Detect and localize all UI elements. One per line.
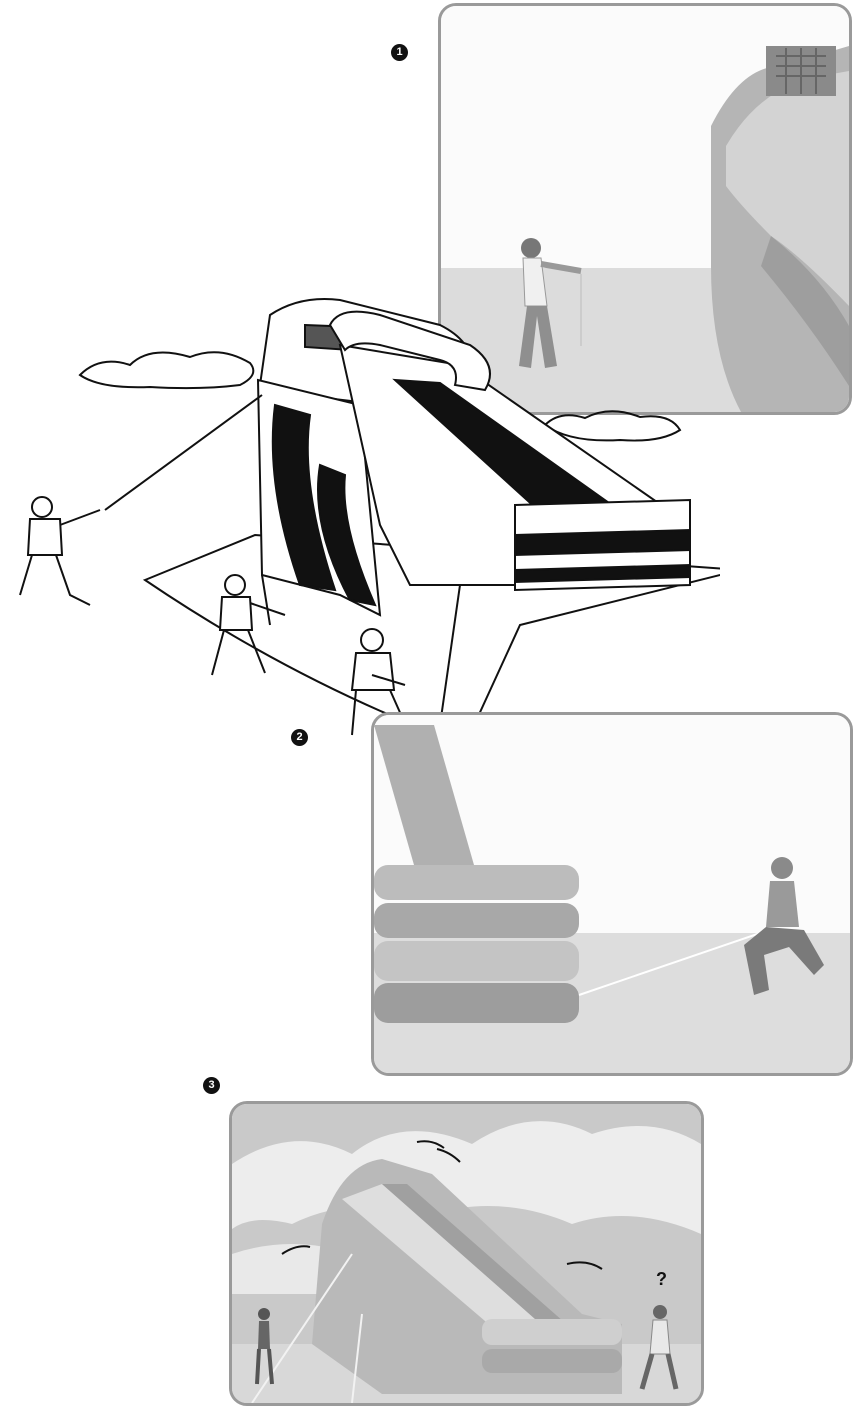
cloud-left (80, 352, 253, 388)
question-mark: ? (656, 1269, 667, 1290)
person-left-pulling (20, 497, 100, 605)
step-1-marker: 1 (391, 44, 408, 61)
panel-3-illustration (232, 1104, 701, 1403)
cloud-right (545, 411, 680, 440)
rope-middle (262, 575, 270, 625)
panel-3-photo: ? (229, 1101, 704, 1406)
panel-2-illustration (374, 715, 850, 1073)
panel-2-photo (371, 712, 853, 1076)
slide-anchoring-illustration (0, 285, 720, 755)
rope-right (440, 585, 460, 725)
rope-left (105, 395, 262, 510)
step-3-marker: 3 (203, 1077, 220, 1094)
person-middle-pulling (212, 575, 285, 675)
